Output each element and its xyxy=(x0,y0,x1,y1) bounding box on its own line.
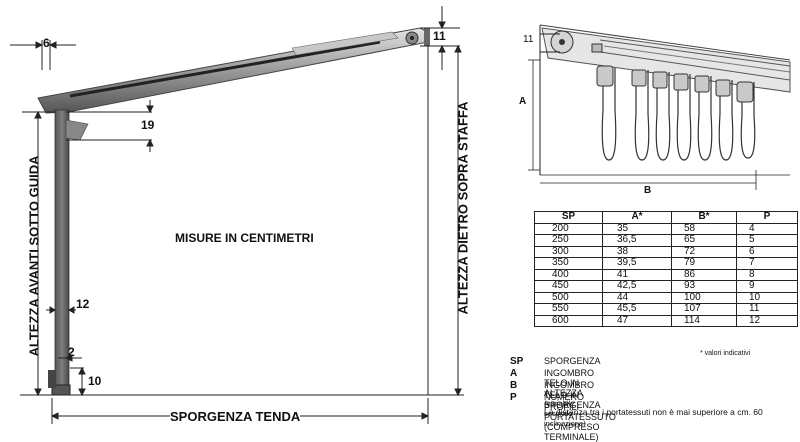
dim-sporgenza xyxy=(50,398,430,424)
dim-11 xyxy=(420,6,460,70)
detail-dim-a xyxy=(528,59,540,171)
cell-a: 36,5 xyxy=(602,234,672,247)
cell-p: 6 xyxy=(736,245,798,258)
dim-2 xyxy=(58,354,82,362)
cell-sp: 350 xyxy=(534,257,603,270)
cell-p: 4 xyxy=(736,222,798,235)
cell-p: 12 xyxy=(736,314,798,327)
inclined-guide-beam xyxy=(37,27,429,114)
cell-sp: 400 xyxy=(534,268,603,281)
legend-value: SPORGENZA xyxy=(544,356,601,366)
cell-a: 44 xyxy=(602,291,672,304)
rear-height-label: ALTEZZA DIETRO SOPRA STAFFA xyxy=(455,101,471,315)
dim-19 xyxy=(66,100,154,152)
main-awning-drawing xyxy=(10,6,791,424)
cell-sp: 600 xyxy=(534,314,603,327)
front-post xyxy=(48,109,89,396)
legend-a-extra: (variabile secondo inclinazione) xyxy=(544,399,586,428)
cell-b: 72 xyxy=(671,245,737,258)
detail-dim-11 xyxy=(540,33,560,53)
detail-dim-b xyxy=(540,170,790,190)
legend-key: B xyxy=(510,380,518,391)
dim-12-label: 12 xyxy=(76,297,90,311)
center-label: MISURE IN CENTIMETRI xyxy=(175,231,314,245)
cell-p: 9 xyxy=(736,280,798,293)
header-b: B* xyxy=(671,211,737,224)
cell-sp: 450 xyxy=(534,280,603,293)
dim-19-label: 19 xyxy=(141,118,155,132)
header-sp: SP xyxy=(534,211,603,224)
dim-rear-height xyxy=(430,44,464,397)
front-height-label: ALTEZZA AVANTI SOTTO GUIDA xyxy=(26,155,42,357)
dim-12 xyxy=(46,306,76,314)
legend-value: NUMERO PROFILI PORTATESSUTO (COMPRESO TE… xyxy=(544,392,616,442)
cell-p: 8 xyxy=(736,268,798,281)
legend-a-text: INGOMBRO TELO IN ALTEZZA xyxy=(544,368,595,398)
dim-11-label: 11 xyxy=(433,29,446,43)
detail-fabric-profiles xyxy=(601,68,756,161)
table-note: * valori indicativi xyxy=(700,350,751,357)
dim-6-label: 6 xyxy=(43,36,50,50)
dim-2-label: 2 xyxy=(68,345,75,359)
detail-drawing xyxy=(539,24,791,175)
cell-sp: 200 xyxy=(534,222,603,235)
cell-sp: 250 xyxy=(534,234,603,247)
legend-value: INGOMBRO TELO IN ALTEZZA (variabile seco… xyxy=(544,368,594,428)
header-p: P xyxy=(736,211,798,224)
dim-10-label: 10 xyxy=(88,374,102,388)
cell-sp: 550 xyxy=(534,303,603,316)
cell-b: 93 xyxy=(671,280,737,293)
cell-b: 107 xyxy=(671,303,737,316)
detail-dim-11-label: 11 xyxy=(523,34,534,45)
cell-b: 114 xyxy=(671,314,737,327)
cell-p: 5 xyxy=(736,234,798,247)
cell-a: 39,5 xyxy=(602,257,672,270)
cell-p: 10 xyxy=(736,291,798,304)
cell-a: 47 xyxy=(602,314,672,327)
cell-p: 11 xyxy=(736,303,798,316)
bottom-label: SPORGENZA TENDA xyxy=(170,409,301,424)
detail-a-label: A xyxy=(519,96,527,107)
cell-b: 79 xyxy=(671,257,737,270)
cell-sp: 300 xyxy=(534,245,603,258)
legend-key: P xyxy=(510,392,517,403)
cell-b: 58 xyxy=(671,222,737,235)
header-a: A* xyxy=(602,211,672,224)
cell-b: 65 xyxy=(671,234,737,247)
cell-b: 86 xyxy=(671,268,737,281)
dim-10 xyxy=(70,366,86,397)
legend-key: A xyxy=(510,368,518,379)
cell-p: 7 xyxy=(736,257,798,270)
cell-b: 100 xyxy=(671,291,737,304)
dim-front-height xyxy=(22,110,55,397)
table-header-row: SP A* B* P xyxy=(534,211,798,224)
cell-sp: 500 xyxy=(534,291,603,304)
cell-a: 41 xyxy=(602,268,672,281)
legend-value: INGOMBRO TELO IN SPORGENZA xyxy=(544,380,601,410)
rear-bracket xyxy=(424,28,430,46)
detail-b-label: B xyxy=(644,185,652,196)
cell-a: 45,5 xyxy=(602,303,672,316)
detail-profile-heads xyxy=(596,65,754,103)
cell-a: 42,5 xyxy=(602,280,672,293)
legend-key: SP xyxy=(510,356,524,367)
legend-p-extra: La distanza tra i portatessuti non è mai… xyxy=(544,407,763,417)
dim-6 xyxy=(10,40,76,70)
cell-a: 35 xyxy=(602,222,672,235)
cell-a: 38 xyxy=(602,245,672,258)
